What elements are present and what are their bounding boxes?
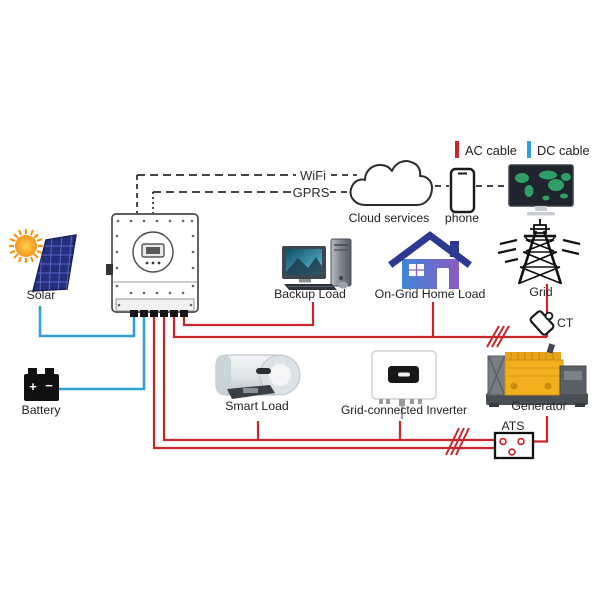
ongrid-home-icon xyxy=(388,231,472,289)
gprs-label: GPRS xyxy=(293,185,330,200)
grid-energy-lines xyxy=(497,238,581,264)
phone-icon xyxy=(449,167,476,214)
wire-dc-battery xyxy=(59,315,146,391)
wifi-label: WiFi xyxy=(300,168,326,183)
battery-icon: + − xyxy=(24,368,59,401)
comm-lines xyxy=(136,174,508,213)
inverter-connectors xyxy=(130,310,188,317)
grid-label: Grid xyxy=(529,285,552,299)
grid-connected-inverter-icon xyxy=(371,350,437,419)
generator-icon xyxy=(486,343,588,407)
wire-ac-main xyxy=(172,315,547,339)
ongrid-home-label: On-Grid Home Load xyxy=(375,287,486,301)
dc-cable-swatch xyxy=(527,141,531,158)
grid-inverter-ports xyxy=(379,399,422,406)
wire-ac-backup-load xyxy=(182,302,315,327)
wire-ac-ats-upper xyxy=(162,315,500,442)
generator-label: Generator xyxy=(511,399,566,413)
ct-icon xyxy=(529,310,555,336)
cloud-label: Cloud services xyxy=(349,211,430,225)
cable-break-marks-ats xyxy=(445,427,470,456)
inverter-screws xyxy=(115,219,195,307)
grid-connected-inverter-label: Grid-connected Inverter xyxy=(341,403,467,417)
sun-icon xyxy=(9,229,43,263)
battery-minus-sign: − xyxy=(45,378,53,393)
world-map-graphic xyxy=(515,170,571,201)
phone-label: phone xyxy=(445,211,479,225)
wire-ac-ats-lower xyxy=(152,315,510,453)
ac-cable-label: AC cable xyxy=(465,143,517,158)
wire-dc-solar xyxy=(38,306,136,338)
cable-break-marks-grid xyxy=(486,325,510,348)
grid-tower-icon xyxy=(497,219,581,285)
backup-load-icon xyxy=(282,238,352,290)
battery-plus-sign: + xyxy=(29,379,37,394)
smart-load-icon xyxy=(215,354,301,399)
dc-wires xyxy=(38,306,146,391)
ct-label: CT xyxy=(557,316,574,330)
hybrid-inverter-icon xyxy=(106,213,199,317)
battery-label: Battery xyxy=(22,403,62,417)
ats-icon xyxy=(493,431,535,460)
legend: AC cable DC cable xyxy=(455,141,590,158)
smart-load-label: Smart Load xyxy=(225,399,289,413)
ac-cable-swatch xyxy=(455,141,459,158)
solar-icon xyxy=(9,229,77,292)
solar-label: Solar xyxy=(27,288,56,302)
inverter-side-port xyxy=(106,264,113,275)
monitor-icon xyxy=(508,164,574,216)
ats-label: ATS xyxy=(501,419,524,433)
solar-grid-lines xyxy=(33,235,76,291)
backup-load-label: Backup Load xyxy=(274,287,346,301)
cloud-icon xyxy=(349,160,433,206)
dc-cable-label: DC cable xyxy=(537,143,590,158)
